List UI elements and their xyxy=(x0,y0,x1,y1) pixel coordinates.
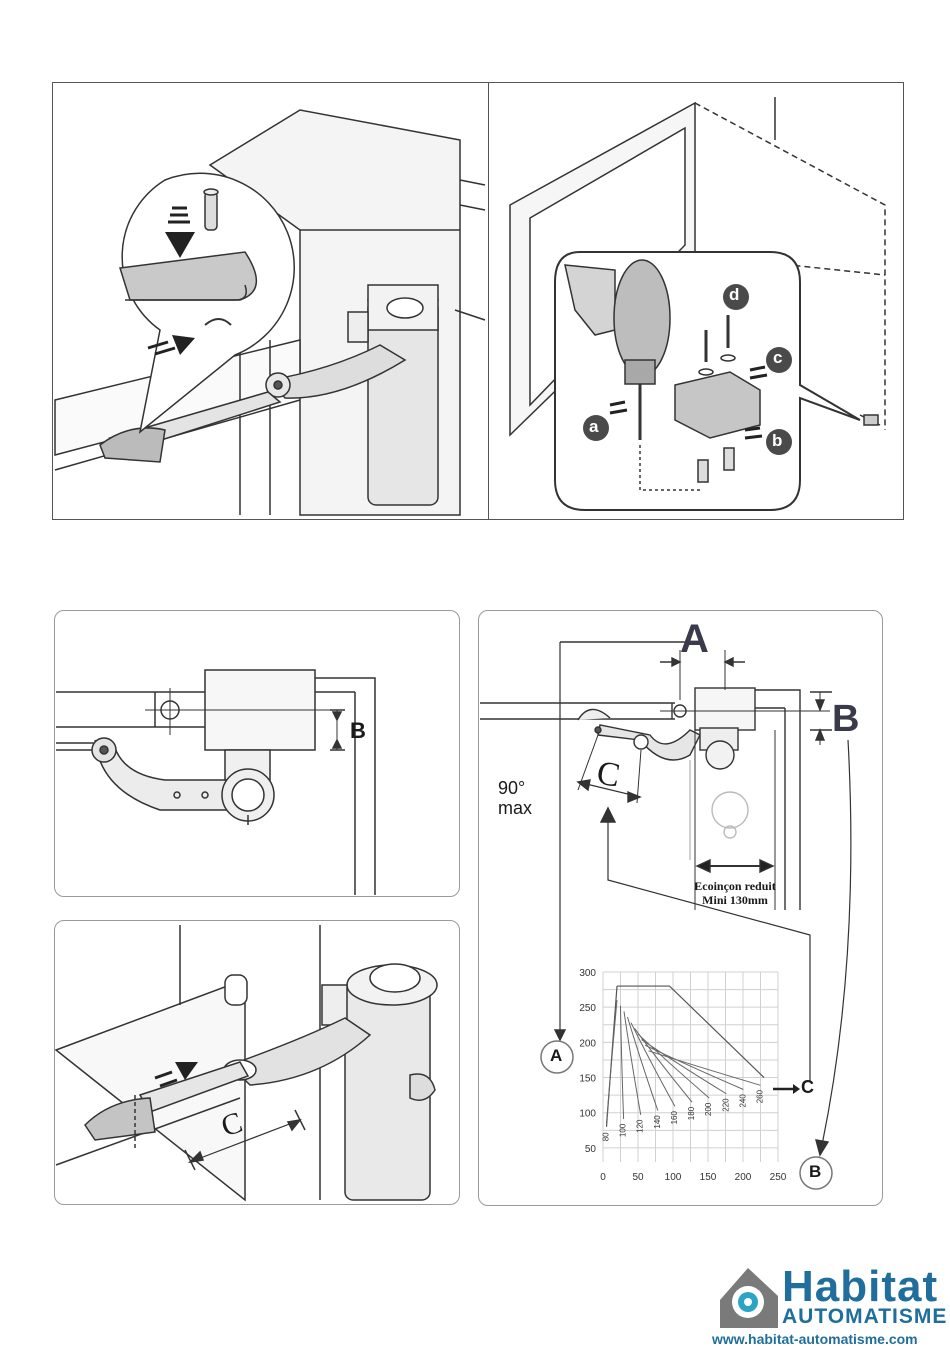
brand-url[interactable]: www.habitat-automatisme.com xyxy=(712,1331,918,1347)
brand-tagline: AUTOMATISME xyxy=(782,1305,947,1329)
